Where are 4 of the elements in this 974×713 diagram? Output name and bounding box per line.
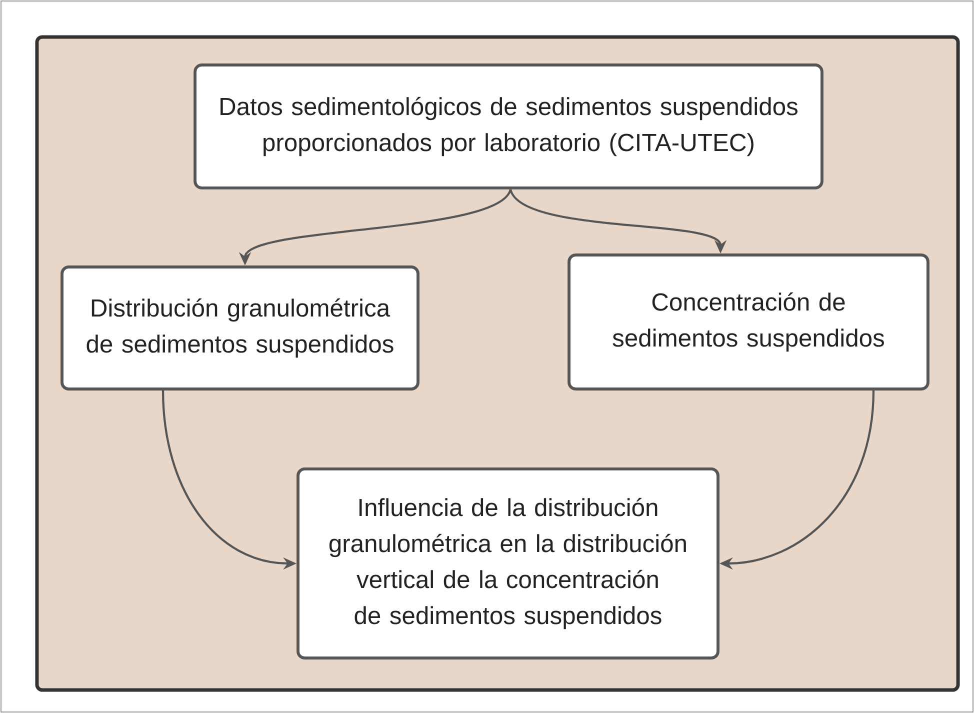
process-box: Datos sedimentológicos de sedimentos suspendidos proporcionados por laboratorio (CITA-UTEC)	[194, 64, 824, 190]
process-box: Distribución granulométrica de sedimentos suspendidos	[60, 266, 420, 390]
process-box: Influencia de la distribución granulométrica en la distribución vertical de la concentración de sedimentos suspendidos	[296, 468, 720, 660]
process-box: Concentración de sedimentos suspendidos	[568, 254, 930, 390]
